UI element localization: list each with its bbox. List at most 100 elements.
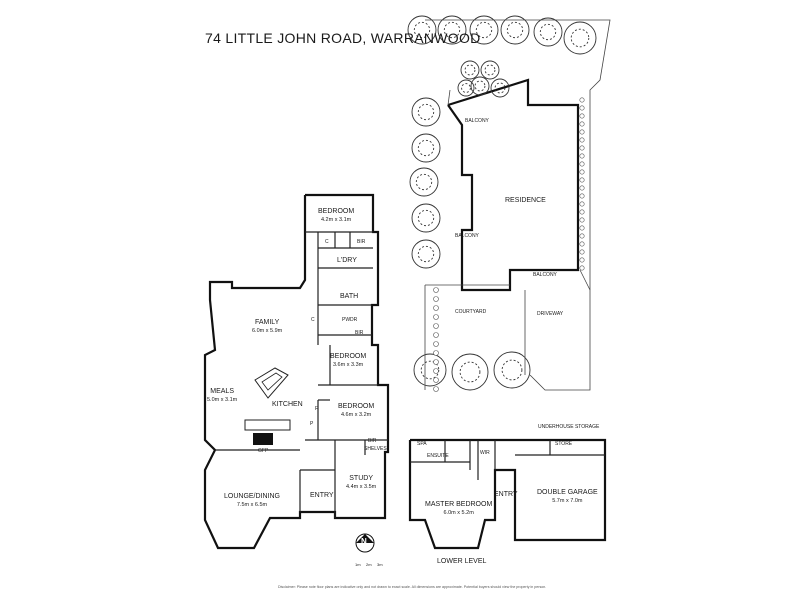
bir-2-label: BIR (355, 330, 364, 336)
fence-post (579, 153, 585, 159)
fence-post (579, 265, 585, 271)
pantry-label: P (310, 421, 314, 427)
compass-north-letter: N (361, 537, 367, 546)
tree-canopy (443, 21, 461, 39)
fence-post (579, 233, 585, 239)
tree (411, 97, 441, 127)
tree-canopy (420, 360, 440, 380)
fence-post (579, 105, 585, 111)
tree-canopy (459, 361, 481, 383)
fence-post (579, 193, 585, 199)
residence-footprint (447, 78, 580, 292)
tree-canopy (417, 209, 435, 227)
scale-3m: 3m (377, 562, 383, 567)
laundry-label: L'DRY (337, 257, 357, 264)
tree-canopy (413, 21, 431, 39)
fence-post (579, 169, 585, 175)
tree-canopy (417, 139, 435, 157)
garden-post (433, 341, 439, 347)
fence-post (579, 225, 585, 231)
fence-post (579, 209, 585, 215)
tree (411, 239, 441, 269)
powder-room-label: PWDR (342, 317, 358, 323)
fence-post (579, 161, 585, 167)
fence-post (579, 201, 585, 207)
garden-post (433, 377, 439, 383)
bath-label: BATH (340, 293, 359, 300)
compass-arrow (356, 534, 374, 543)
tree (409, 167, 439, 197)
scale-2m: 2m (366, 562, 372, 567)
fence-post (579, 257, 585, 263)
tree (407, 15, 437, 45)
tree-canopy (506, 21, 524, 39)
lower-level-outline (408, 438, 607, 550)
fence-posts (433, 97, 585, 392)
tree-canopy (484, 64, 496, 76)
tree (563, 21, 597, 55)
tree-canopy (539, 23, 557, 41)
spa-label: SPA (417, 441, 427, 447)
tree-canopy (415, 173, 433, 191)
disclaimer-text: Disclaimer: Please note floor plans are … (278, 585, 547, 589)
tree-canopy (570, 28, 590, 48)
tree (437, 15, 467, 45)
fence-post (579, 129, 585, 135)
tree (411, 133, 441, 163)
tree-canopy (464, 64, 476, 76)
fence-post (579, 97, 585, 103)
fence-post (579, 217, 585, 223)
tree-canopy (501, 359, 523, 381)
fence-post (579, 249, 585, 255)
tree (493, 351, 531, 389)
tree-canopy (461, 83, 471, 93)
fireplace (253, 433, 273, 445)
tree (500, 15, 530, 45)
store-label: STORE (555, 441, 573, 447)
fence-post (579, 137, 585, 143)
wir-label: WIR (480, 450, 490, 456)
garden-post (433, 287, 439, 293)
fence-post (579, 177, 585, 183)
garden-post (433, 323, 439, 329)
tree-canopy (474, 80, 486, 92)
garden-post (433, 359, 439, 365)
tree (469, 15, 499, 45)
fence-post (579, 113, 585, 119)
tree (457, 79, 475, 97)
tree (411, 203, 441, 233)
fence-post (579, 185, 585, 191)
tree (490, 78, 510, 98)
garden-post (433, 332, 439, 338)
tree (460, 60, 480, 80)
fence-post (579, 241, 585, 247)
balcony-3-label: BALCONY (533, 272, 557, 278)
residence-label: RESIDENCE (505, 197, 546, 204)
property-address-title: 74 LITTLE JOHN ROAD, WARRANWOOD (205, 30, 481, 46)
upper-level-outline (203, 193, 390, 550)
entry-label: ENTRY (310, 492, 334, 499)
tree-canopy (494, 82, 506, 94)
garden-post (433, 386, 439, 392)
garden-post (433, 314, 439, 320)
garden-post (433, 350, 439, 356)
tree (470, 76, 490, 96)
bir-1-label: BIR (357, 239, 366, 245)
gas-fireplace-label: GFP (258, 448, 269, 454)
kitchen-label: KITCHEN (272, 401, 303, 408)
trees (407, 15, 597, 391)
underhouse-storage-label: UNDERHOUSE STORAGE (538, 424, 600, 430)
tree (480, 60, 500, 80)
tree (413, 353, 447, 387)
tree-canopy (417, 245, 435, 263)
tree (533, 17, 563, 47)
cupboard-2-label: C (311, 317, 315, 323)
